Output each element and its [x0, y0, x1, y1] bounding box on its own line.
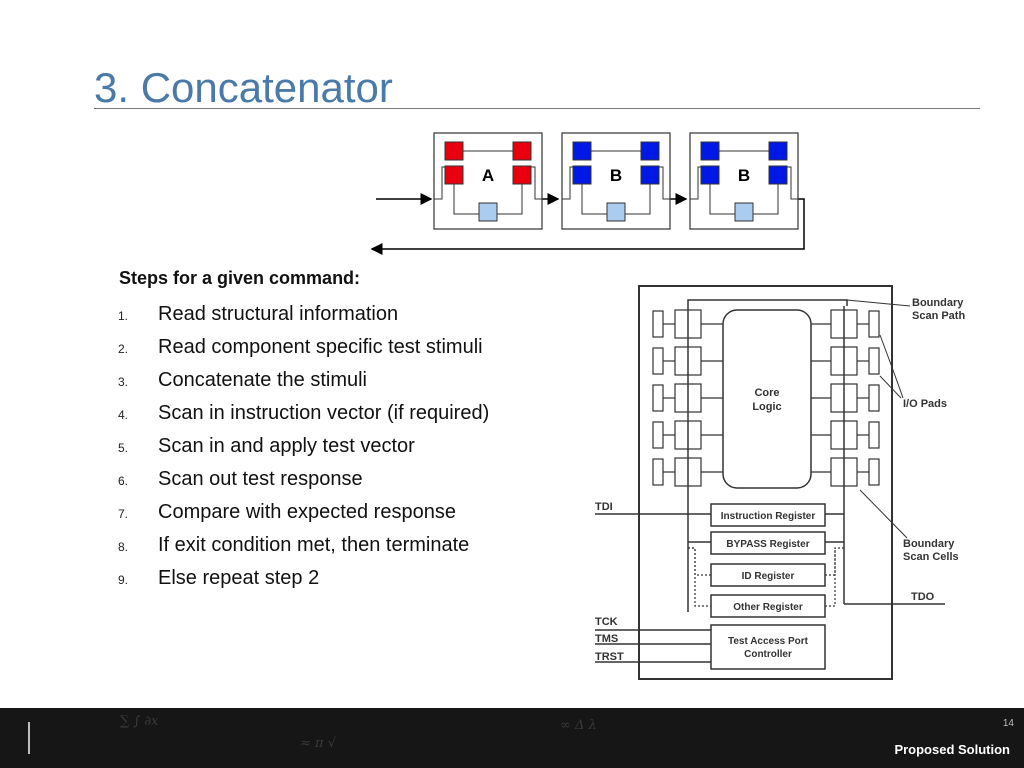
center-cell: [478, 202, 498, 222]
block-label: B: [738, 166, 750, 185]
scan-out-return-arrow: [370, 198, 805, 255]
step-number: 6.: [118, 474, 129, 488]
scan-cell: [640, 165, 660, 185]
page-number: 14: [1002, 718, 1014, 729]
register-box: [710, 503, 826, 527]
step-text: Compare with expected response: [158, 501, 456, 523]
steps-heading: Steps for a given command:: [119, 268, 361, 288]
io-pad: [652, 458, 664, 486]
scan-cell: [444, 141, 464, 161]
callout-boundary-scan-path-2: Scan Path: [912, 310, 965, 322]
register-label: Other Register: [733, 602, 803, 613]
slide-title: 3. Concatenator: [94, 64, 393, 111]
scan-cell: [768, 141, 788, 161]
block-label: A: [482, 166, 494, 185]
io-pad: [652, 347, 664, 375]
step-text: Concatenate the stimuli: [158, 369, 368, 391]
register-box: [710, 531, 826, 555]
io-pad: [868, 421, 880, 449]
register-box: [710, 563, 826, 587]
io-pad: [868, 458, 880, 486]
step-number: 7.: [118, 507, 129, 521]
step-text: Read structural information: [158, 303, 399, 325]
register-box: [710, 594, 826, 618]
block-label: B: [610, 166, 622, 185]
scan-cell: [640, 141, 660, 161]
boundary-scan-path: [687, 299, 848, 306]
io-pad: [868, 384, 880, 412]
step-number: 9.: [118, 573, 129, 587]
center-cell: [734, 202, 754, 222]
io-pad: [868, 347, 880, 375]
core-label-1: Core: [754, 387, 779, 399]
core-logic: [722, 309, 812, 489]
scan-cell: [572, 141, 592, 161]
scan-cell: [768, 165, 788, 185]
scan-block: A: [433, 132, 543, 230]
tap-controller: [710, 624, 826, 670]
step-number: 1.: [118, 309, 129, 323]
register-label: BYPASS Register: [726, 539, 809, 550]
step-text: Scan out test response: [158, 468, 363, 490]
callout-cells-line: [859, 489, 908, 539]
core-label-2: Logic: [752, 401, 781, 413]
register-label: Instruction Register: [721, 511, 816, 522]
io-pad: [652, 384, 664, 412]
step-number: 2.: [118, 342, 129, 356]
register-label: ID Register: [742, 571, 795, 582]
io-pad: [652, 421, 664, 449]
step-number: 5.: [118, 441, 129, 455]
scan-cell: [572, 165, 592, 185]
tms-label: TMS: [595, 633, 618, 645]
callout-path-line: [846, 299, 911, 307]
scan-cell: [512, 165, 532, 185]
tdi-label: TDI: [595, 501, 613, 513]
scan-cell: [700, 165, 720, 185]
step-number: 4.: [118, 408, 129, 422]
title-divider: [94, 108, 980, 109]
footer-bar: ∑ ∫ ∂x ≈ π √ ∞ Δ λ 14 Proposed Solution: [0, 708, 1024, 768]
step-text: Read component specific test stimuli: [158, 336, 483, 358]
callout-boundary-scan-path-1: Boundary: [912, 297, 964, 309]
tck-label: TCK: [595, 616, 618, 628]
callout-boundary-scan-cells-2: Scan Cells: [903, 551, 959, 563]
scan-block: B: [561, 132, 671, 230]
scan-cell: [512, 141, 532, 161]
step-text: Scan in and apply test vector: [158, 435, 415, 457]
step-number: 3.: [118, 375, 129, 389]
step-text: Scan in instruction vector (if required): [158, 402, 490, 424]
trst-label: TRST: [595, 651, 624, 663]
tap-label-1: Test Access Port: [728, 636, 809, 647]
io-pad: [652, 310, 664, 338]
callout-boundary-scan-cells-1: Boundary: [903, 538, 955, 550]
step-text: If exit condition met, then terminate: [158, 534, 470, 556]
step-number: 8.: [118, 540, 129, 554]
footer-label: Proposed Solution: [894, 742, 1010, 757]
step-text: Else repeat step 2: [158, 567, 320, 589]
scan-block: B: [689, 132, 799, 230]
tap-label-2: Controller: [744, 649, 792, 660]
tdo-label: TDO: [911, 591, 935, 603]
io-pad: [868, 310, 880, 338]
scan-cell: [444, 165, 464, 185]
callout-io-pads: I/O Pads: [903, 398, 947, 410]
center-cell: [606, 202, 626, 222]
footer-accent-line: [28, 722, 30, 754]
scan-cell: [700, 141, 720, 161]
